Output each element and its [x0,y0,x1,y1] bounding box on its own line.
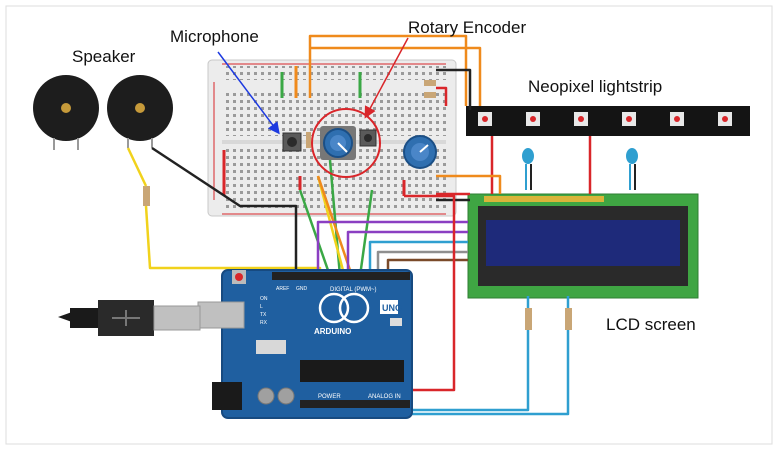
lcd-resistor-2 [565,308,572,330]
microphone-label: Microphone [170,27,259,46]
speaker-label: Speaker [72,47,136,66]
neopixel-label: Neopixel lightstrip [528,77,662,96]
speaker-1 [33,75,99,150]
encoder-button [359,129,377,147]
resistor-top-2 [424,92,436,98]
speaker-2 [107,75,173,148]
gnd-label: GND [296,286,308,292]
analog-header-label: ANALOG IN [368,394,401,400]
potentiometer [403,135,437,169]
lcd-resistor-1 [525,308,532,330]
power-header-label: POWER [318,394,341,400]
aref-label: AREF [276,286,289,292]
usb-cable [58,300,201,336]
microphone-arrow [217,51,280,135]
on-label: ON [260,296,268,302]
lcd-label: LCD screen [606,315,696,334]
digital-header-label: DIGITAL (PWM~) [330,287,377,293]
led-1 [522,148,534,190]
led-2 [626,148,638,190]
rotary-encoder-label: Rotary Encoder [408,18,526,37]
l-label: L [260,304,263,310]
rx-label: RX [260,320,268,326]
mic-resistor [306,132,311,148]
tx-label: TX [260,312,267,318]
board-model: UNO [382,303,402,313]
board-brand: ARDUINO [314,327,351,336]
encoder-callout-circle [311,108,381,178]
resistor-top-1 [424,80,436,86]
neopixel-strip [466,106,750,136]
rotary-encoder [320,126,356,160]
lcd-module [467,193,699,299]
speaker-resistor [143,186,150,206]
breadboard-jumpers [222,66,406,196]
microphone-button [282,132,302,152]
encoder-arrow [364,37,409,119]
